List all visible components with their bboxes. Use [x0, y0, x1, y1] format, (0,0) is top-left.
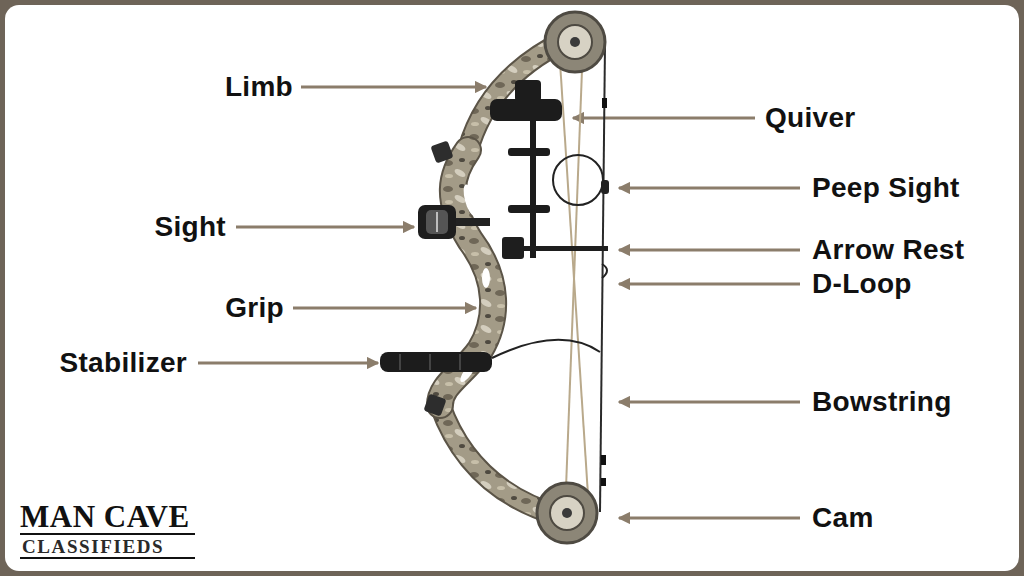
leader-line: [619, 517, 800, 520]
part-label: D-Loop: [812, 270, 912, 298]
stabilizer: [380, 340, 600, 372]
part-label: Limb: [225, 73, 293, 101]
part-label: Peep Sight: [812, 174, 960, 202]
cable: [566, 70, 582, 488]
string-serving: [602, 98, 607, 108]
string-serving: [601, 478, 606, 486]
leader-line: [619, 187, 800, 190]
part-label: Sight: [155, 213, 227, 241]
cable: [560, 62, 588, 495]
leader-line: [573, 117, 755, 120]
logo-text: CLASSIFIEDS: [22, 537, 164, 556]
quiver: [490, 80, 562, 258]
logo-text: MAN CAVE: [20, 501, 190, 532]
frame: [5, 5, 1019, 571]
part-label: Bowstring: [812, 388, 952, 416]
strings: [560, 44, 607, 512]
leader-line: [198, 362, 378, 365]
part-label: Arrow Rest: [812, 236, 964, 264]
part-label: Grip: [225, 294, 284, 322]
string-serving: [601, 455, 606, 465]
part-label: Quiver: [765, 104, 856, 132]
sight: [418, 205, 490, 239]
leader-lines: [198, 87, 800, 518]
leader-line: [293, 307, 476, 310]
riser: [423, 40, 566, 516]
part-label: Cam: [812, 504, 874, 532]
logo-rule: [20, 557, 195, 559]
part-label: Stabilizer: [60, 349, 187, 377]
leader-line: [619, 249, 800, 252]
cam: [537, 483, 597, 543]
peep-sight: [553, 155, 609, 205]
d-loop: [602, 264, 607, 278]
arrow-rest: [502, 237, 608, 259]
leader-line: [619, 283, 800, 286]
cam: [545, 12, 605, 72]
leader-line: [236, 226, 414, 229]
leader-line: [301, 86, 486, 89]
logo-rule: [20, 533, 195, 535]
leader-line: [619, 401, 800, 404]
